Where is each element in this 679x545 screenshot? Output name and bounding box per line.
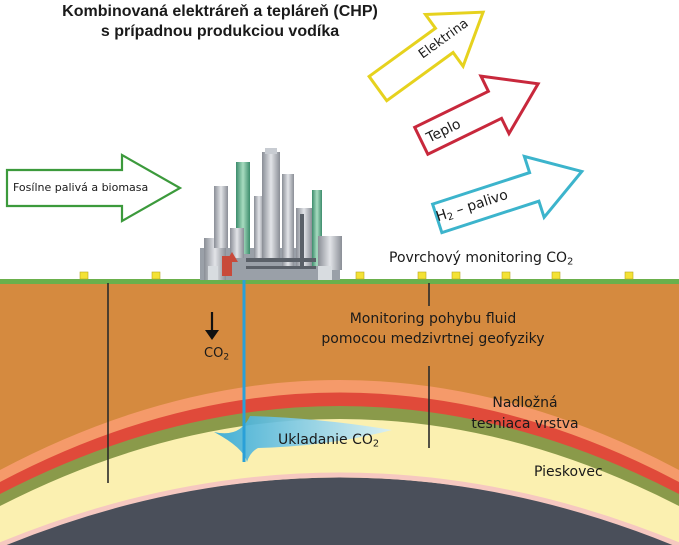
title-line-2: s prípadnou produkciou vodíka: [100, 23, 340, 40]
input-fuel-arrow: [5, 153, 183, 223]
fluid-monitoring-label: Monitoring pohybu fluid pomocou medzivrt…: [308, 309, 558, 349]
power-plant: [200, 148, 342, 280]
grass-surface: [0, 279, 679, 284]
co2-down-arrow-head: [205, 330, 219, 340]
surface-monitoring-sub: 2: [567, 256, 574, 268]
fluid-monitoring-line-1: Monitoring pohybu fluid: [349, 311, 517, 327]
co2-text: CO: [204, 346, 224, 361]
storage-sub: 2: [372, 438, 380, 450]
heat-arrow: [412, 74, 541, 157]
co2-label: CO2: [204, 346, 229, 362]
electricity-arrow: [367, 10, 486, 103]
title-line-1: Kombinovaná elektráreň a tepláreň (CHP): [62, 3, 378, 20]
co2-plume: [214, 416, 392, 462]
co2-sub: 2: [223, 352, 230, 363]
surface-monitoring-text: Povrchový monitoring CO: [389, 250, 568, 266]
caprock-label: Nadložná tesniaca vrstva: [455, 393, 595, 435]
caprock-line-2: tesniaca vrstva: [471, 416, 579, 432]
storage-label: Ukladanie CO2: [278, 432, 379, 449]
caprock-line-1: Nadložná: [492, 395, 558, 411]
diagram-title: Kombinovaná elektráreň a tepláreň (CHP) …: [0, 2, 440, 42]
fluid-monitoring-line-2: pomocou medzivrtnej geofyziky: [321, 331, 545, 347]
subsurface-layers: [0, 283, 679, 545]
h2-fuel-arrow: [430, 154, 585, 235]
surface-sensors: [79, 271, 634, 280]
input-fuel-label: Fosílne palivá a biomasa: [13, 181, 149, 194]
basement-rim: [0, 472, 679, 545]
storage-text: Ukladanie CO: [278, 432, 373, 448]
sandstone-label: Pieskovec: [534, 464, 603, 480]
surface-monitoring-label: Povrchový monitoring CO2: [389, 250, 573, 267]
